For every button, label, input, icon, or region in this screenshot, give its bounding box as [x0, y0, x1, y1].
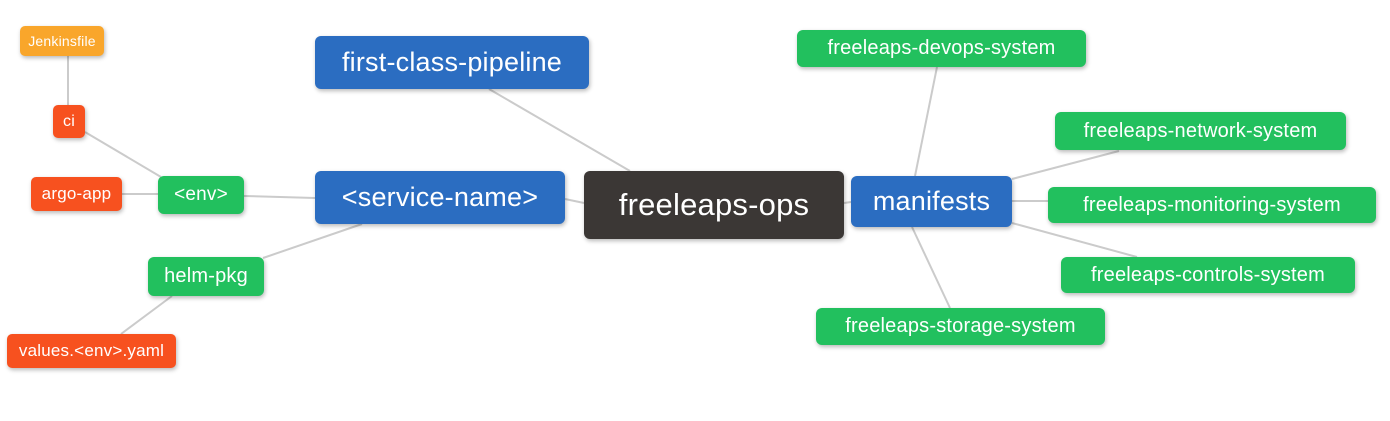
- edge-manifests-network-system: [1011, 150, 1120, 180]
- edge-service-name-helm-pkg: [262, 223, 363, 259]
- node-service-name[interactable]: <service-name>: [315, 171, 565, 224]
- node-freeleaps-controls-system[interactable]: freeleaps-controls-system: [1061, 257, 1355, 293]
- node-argo-app[interactable]: argo-app: [31, 177, 122, 211]
- node-first-class-pipeline[interactable]: first-class-pipeline: [315, 36, 589, 89]
- edge-first-class-pipeline-freeleaps-ops: [488, 88, 631, 172]
- node-freeleaps-storage-system[interactable]: freeleaps-storage-system: [816, 308, 1105, 345]
- node-freeleaps-network-system[interactable]: freeleaps-network-system: [1055, 112, 1346, 150]
- edge-env-service-name: [243, 195, 316, 199]
- node-env[interactable]: <env>: [158, 176, 244, 214]
- edge-manifests-devops-system: [914, 66, 938, 177]
- edge-freeleaps-ops-manifests: [843, 201, 852, 204]
- node-jenkinsfile[interactable]: Jenkinsfile: [20, 26, 104, 56]
- edge-helm-pkg-values-yaml: [120, 295, 173, 335]
- edge-service-name-freeleaps-ops: [564, 198, 585, 204]
- node-ci[interactable]: ci: [53, 105, 85, 138]
- node-values-env-yaml[interactable]: values.<env>.yaml: [7, 334, 176, 368]
- node-freeleaps-ops-root[interactable]: freeleaps-ops: [584, 171, 844, 239]
- node-freeleaps-devops-system[interactable]: freeleaps-devops-system: [797, 30, 1086, 67]
- node-helm-pkg[interactable]: helm-pkg: [148, 257, 264, 296]
- edge-ci-env: [84, 131, 162, 178]
- edge-manifests-controls-system: [1011, 222, 1138, 258]
- edge-manifests-storage-system: [911, 226, 951, 309]
- node-freeleaps-monitoring-system[interactable]: freeleaps-monitoring-system: [1048, 187, 1376, 223]
- node-manifests[interactable]: manifests: [851, 176, 1012, 227]
